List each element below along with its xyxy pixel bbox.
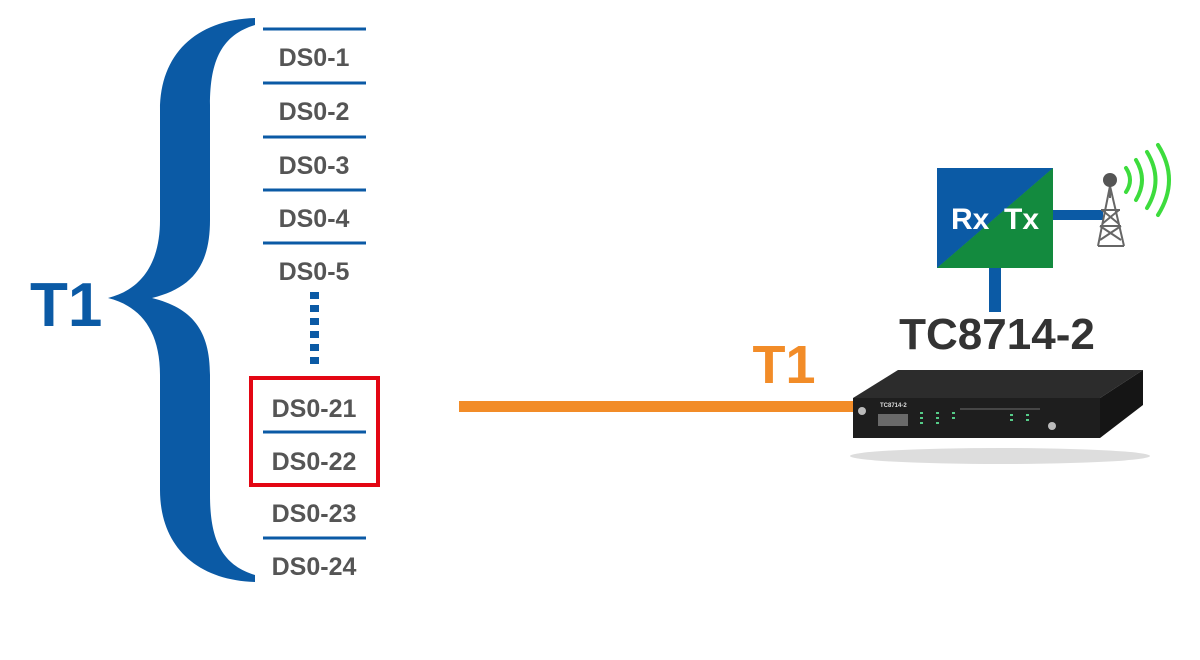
curly-brace xyxy=(108,18,255,582)
radio-connector-line xyxy=(989,266,1001,312)
tc8714-device-icon: TC8714-2 xyxy=(850,370,1150,464)
t1-link-line xyxy=(459,401,869,412)
channel-label-ds0-21: DS0-21 xyxy=(272,395,357,423)
channel-label-ds0-23: DS0-23 xyxy=(272,500,357,528)
rx-tx-box: Rx Tx xyxy=(937,168,1053,268)
channel-label-ds0-4: DS0-4 xyxy=(279,205,350,233)
channel-label-ds0-5: DS0-5 xyxy=(279,258,350,286)
channel-label-ds0-22: DS0-22 xyxy=(272,448,357,476)
channel-label-ds0-2: DS0-2 xyxy=(279,98,350,126)
t1-link-label: T1 xyxy=(752,335,815,395)
highlight-box xyxy=(249,376,380,487)
ellipsis-dots xyxy=(310,292,319,364)
t1-left-label: T1 xyxy=(30,271,102,340)
signal-waves-icon xyxy=(1124,143,1171,217)
device-name: TC8714-2 xyxy=(899,310,1095,359)
channel-label-ds0-1: DS0-1 xyxy=(279,44,350,72)
channel-label-ds0-24: DS0-24 xyxy=(272,553,357,581)
rx-label: Rx xyxy=(951,203,990,236)
tx-label: Tx xyxy=(1004,203,1039,236)
device-panel-text: TC8714-2 xyxy=(880,403,907,409)
channel-label-ds0-3: DS0-3 xyxy=(279,152,350,180)
antenna-connector-line xyxy=(1053,210,1103,220)
antenna-tower-icon xyxy=(1097,185,1125,247)
antenna-tip xyxy=(1103,173,1117,187)
